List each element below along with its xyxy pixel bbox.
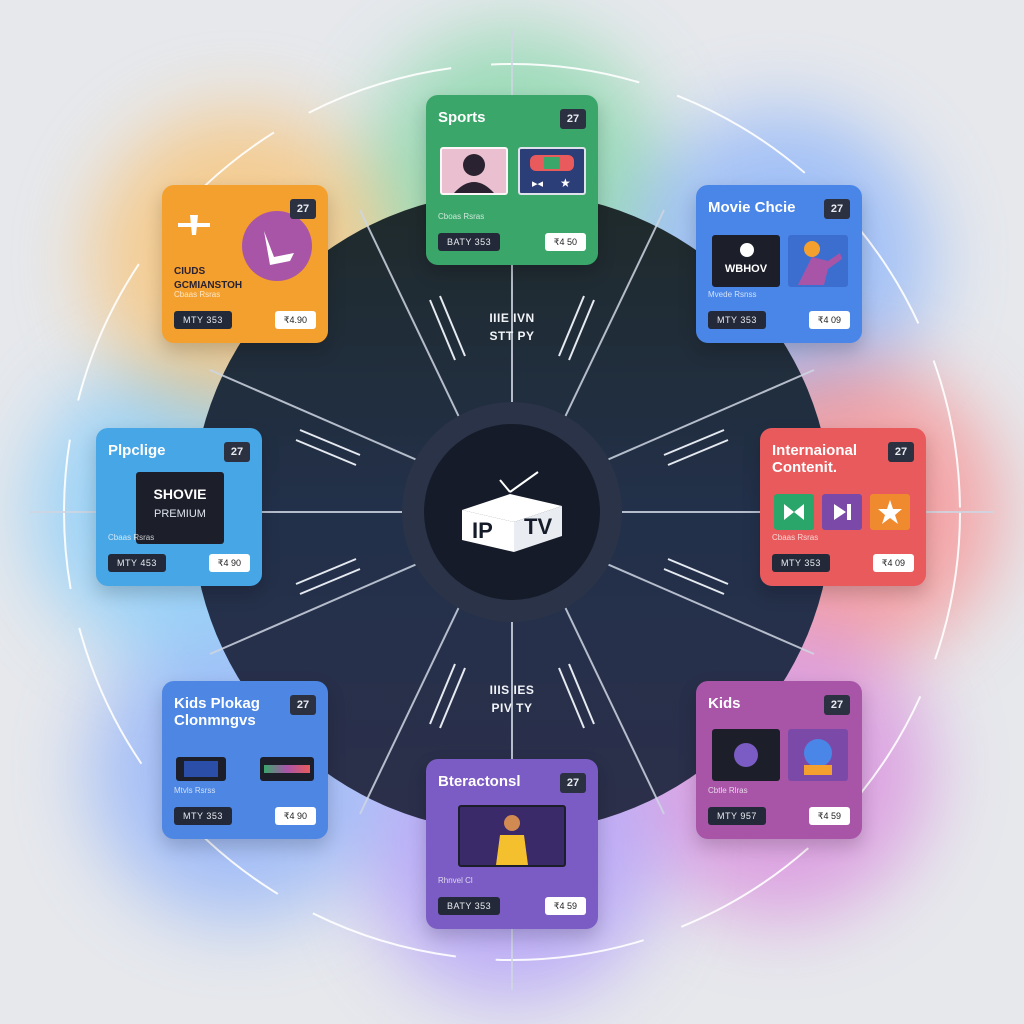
thumb-premium: SHOVIE PREMIUM (136, 472, 224, 544)
card-title: Movie Chcie (708, 199, 796, 216)
svg-text:▸◂: ▸◂ (532, 177, 544, 190)
thumb-console (176, 757, 226, 781)
thumb-person (440, 147, 508, 195)
thumb-strip (260, 757, 314, 781)
card-price[interactable]: ₹4 50 (544, 233, 586, 251)
card-title: Internaional Contenit. (772, 442, 858, 476)
card-badge: 27 (290, 695, 316, 715)
card-movie-choice[interactable]: Movie Chcie 27 WBHOV Mvede Rsnss MTY 353… (696, 185, 862, 343)
player-icon (496, 815, 528, 865)
wheel-label-top-1: IIIE IVN (489, 311, 534, 325)
card-interactive[interactable]: Bteractonsl 27 Rhnvel Cl BATY 353 ₹4 59 (426, 759, 598, 929)
card-caption: Cbtle Rlras (708, 786, 748, 795)
card-price[interactable]: ₹4 59 (544, 897, 586, 915)
wheel-label-top-2: STT PY (489, 329, 534, 343)
card-title: Kids (708, 695, 741, 712)
card-plan: MTY 353 (708, 311, 766, 329)
card-caption: Cboas Rsras (438, 212, 485, 221)
thumb-wbhov: WBHOV (712, 235, 780, 287)
card-price[interactable]: ₹4.90 (274, 311, 316, 329)
card-plan: MTY 453 (108, 554, 166, 572)
card-badge: 27 (888, 442, 914, 462)
thumb-title: SHOVIE (153, 486, 207, 502)
card-caption: Cbaas Rsras (108, 533, 155, 542)
wheel-label-bottom-1: IIIS IES (490, 683, 535, 697)
svg-text:★: ★ (560, 176, 571, 190)
tv-box-icon (462, 471, 562, 552)
thumb-player (458, 805, 566, 867)
thumb-subtitle: PREMIUM (154, 508, 206, 520)
thumb-kid (788, 729, 848, 781)
card-badge: 27 (224, 442, 250, 462)
card-caption: Cbaas Rsras (772, 533, 819, 542)
star-icon (878, 500, 902, 524)
card-clubs[interactable]: 27 CIUDS GCMIANSTOH Cbaas Rsras MTY 353 … (162, 185, 328, 343)
play-icon (740, 243, 754, 257)
bowtie-icon (784, 504, 804, 520)
mascot-icon (734, 743, 758, 767)
thumb-dark (712, 729, 780, 781)
card-title: CIUDS GCMIANSTOH (174, 266, 243, 291)
character-icon (798, 241, 842, 285)
card-price[interactable]: ₹4 09 (808, 311, 850, 329)
card-kids-right[interactable]: Kids 27 Cbtle Rlras MTY 957 ₹4 59 (696, 681, 862, 839)
card-caption: Mvede Rsnss (708, 290, 757, 299)
card-caption: Cbaas Rsras (174, 290, 221, 299)
console-screen-icon (184, 761, 218, 777)
card-badge: 27 (824, 199, 850, 219)
plane-icon (176, 211, 212, 244)
gamepad-icon: ▸◂ ★ (530, 155, 574, 190)
logo-tv: TV (524, 514, 553, 539)
card-sports[interactable]: Sports 27 ▸◂ ★ Cboas Rsras BATY 353 ₹4 50 (426, 95, 598, 265)
skip-icon (834, 504, 851, 520)
card-package[interactable]: Plpclige 27 SHOVIE PREMIUM Cbaas Rsras M… (96, 428, 262, 586)
iptv-logo: IP TV (452, 466, 572, 558)
card-plan: MTY 353 (174, 807, 232, 825)
card-title: Sports (438, 109, 486, 126)
card-price[interactable]: ₹4 90 (208, 554, 250, 572)
colorbar-icon (264, 765, 310, 773)
card-badge: 27 (560, 773, 586, 793)
card-plan: BATY 353 (438, 233, 501, 251)
card-price[interactable]: ₹4 90 (274, 807, 316, 825)
card-badge: 27 (824, 695, 850, 715)
checkmark-icon (264, 231, 294, 265)
card-caption: Mtvls Rsrss (174, 786, 216, 795)
thumb-label: WBHOV (724, 263, 768, 275)
card-badge: 27 (290, 199, 316, 219)
card-plan: BATY 353 (438, 897, 501, 915)
kid-icon (804, 739, 832, 775)
card-kids-left[interactable]: Kids Plokag Clonmngvs 27 Mtvls Rsrss MTY… (162, 681, 328, 839)
person-icon (454, 154, 494, 193)
thumb-purple (822, 494, 862, 530)
thumb-green (774, 494, 814, 530)
thumb-game: ▸◂ ★ (518, 147, 586, 195)
card-title: Bteractonsl (438, 773, 521, 790)
logo-ip: IP (472, 518, 493, 543)
card-plan: MTY 957 (708, 807, 766, 825)
thumb-character (788, 235, 848, 287)
card-badge: 27 (560, 109, 586, 129)
card-price[interactable]: ₹4 59 (808, 807, 850, 825)
card-caption: Rhnvel Cl (438, 876, 473, 885)
card-price[interactable]: ₹4 09 (872, 554, 914, 572)
logo-circle (242, 211, 312, 281)
card-plan: MTY 353 (174, 311, 232, 329)
wheel-ticks (295, 295, 729, 729)
card-international[interactable]: Internaional Contenit. 27 Cbaas Rsras MT… (760, 428, 926, 586)
card-title: Plpclige (108, 442, 166, 459)
wheel-label-bottom-2: PIV TY (491, 701, 532, 715)
card-title: Kids Plokag Clonmngvs (174, 695, 260, 729)
card-plan: MTY 353 (772, 554, 830, 572)
thumb-orange (870, 494, 910, 530)
